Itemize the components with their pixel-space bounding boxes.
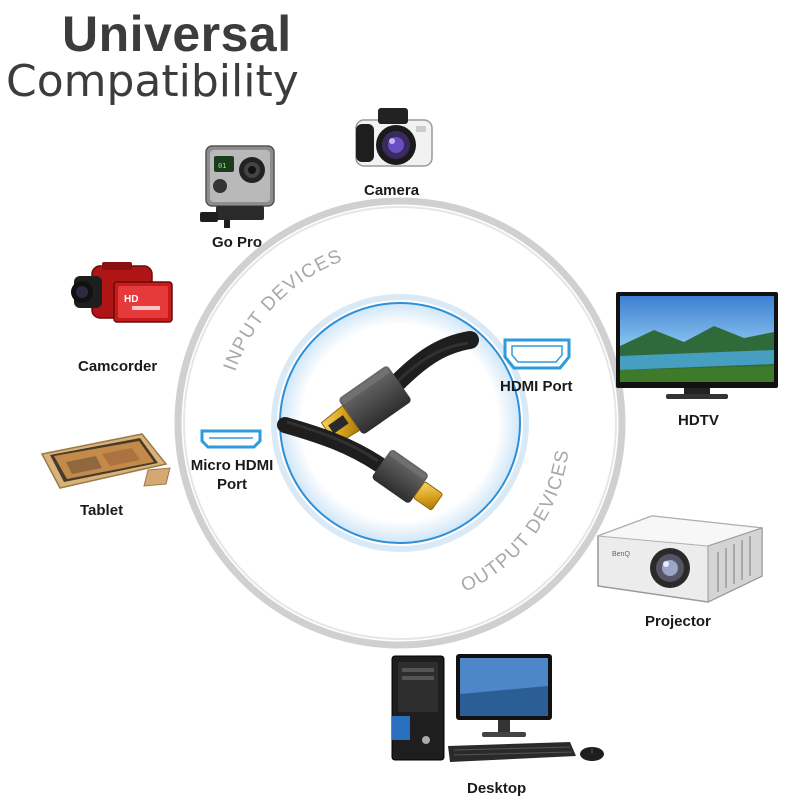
- svg-text:BenQ: BenQ: [612, 551, 630, 558]
- title-line1: Universal: [62, 6, 292, 62]
- hdtv-icon: [616, 292, 778, 399]
- projector-icon: BenQ: [597, 515, 763, 603]
- tablet-icon: [40, 433, 171, 489]
- micro-hdmi-label-line2: Port: [217, 476, 247, 493]
- projector-label: Projector: [645, 613, 711, 630]
- title-line2: Compatibility: [6, 56, 299, 107]
- desktop-label: Desktop: [467, 780, 527, 797]
- hdmi-port-label: HDMI Port: [500, 378, 573, 395]
- micro-hdmi-port-label: Micro HDMI Port: [184, 456, 280, 494]
- camera-label: Camera: [364, 182, 420, 199]
- micro-hdmi-port-icon: [200, 429, 262, 449]
- camcorder-label: Camcorder: [78, 358, 158, 375]
- outer-ring: [174, 197, 626, 649]
- gopro-icon: 01: [200, 145, 275, 228]
- hdtv-label: HDTV: [678, 412, 719, 429]
- desktop-icon: [391, 654, 604, 762]
- gopro-label: Go Pro: [212, 234, 263, 251]
- micro-hdmi-label-line1: Micro HDMI: [190, 457, 274, 474]
- svg-text:HD: HD: [124, 294, 138, 305]
- hdmi-port-icon: [503, 338, 571, 370]
- tablet-label: Tablet: [80, 502, 124, 519]
- camera-icon: [355, 108, 433, 167]
- camcorder-icon: HD: [71, 262, 173, 323]
- svg-text:01: 01: [218, 162, 226, 170]
